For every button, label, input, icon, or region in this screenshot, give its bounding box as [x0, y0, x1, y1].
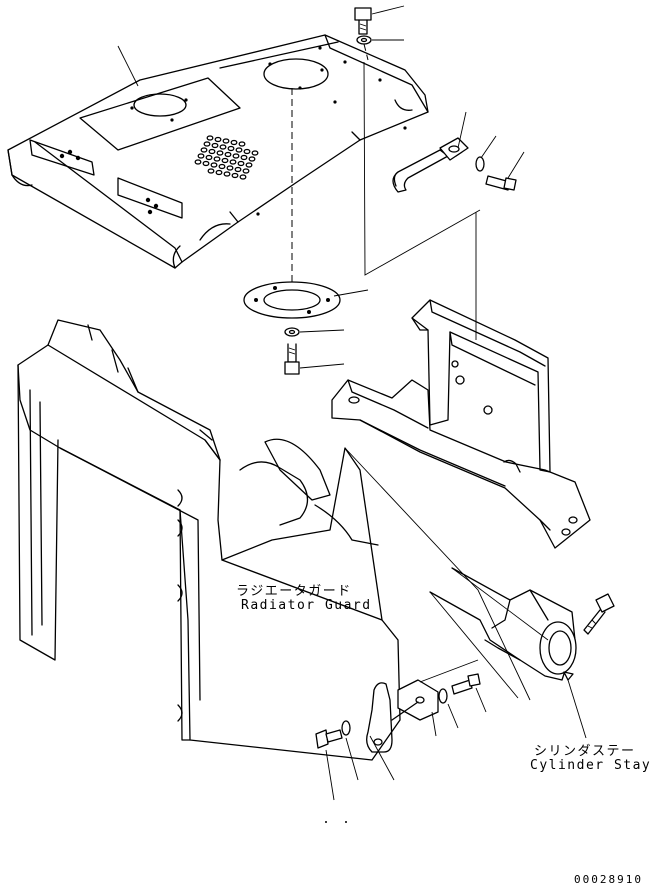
vent-hole — [234, 166, 242, 173]
vent-hole — [214, 136, 222, 143]
cylinder-stay-label-jp: シリンダステー — [534, 744, 636, 759]
hood-cover-panel — [7, 34, 429, 269]
vent-hole — [235, 147, 243, 153]
hose-clip — [366, 682, 419, 753]
clip-bolt — [451, 673, 481, 695]
vent-hole — [208, 148, 216, 155]
cylinder-stay-label-en: Cylinder Stay — [530, 758, 652, 773]
vent-hole — [206, 135, 214, 141]
mid-washer — [284, 327, 300, 337]
vent-hole — [239, 174, 247, 180]
vent-hole — [218, 163, 226, 170]
round-cover-plate — [243, 281, 341, 319]
vent-hole — [222, 138, 230, 144]
vent-hole — [230, 139, 238, 146]
vent-hole — [207, 168, 215, 174]
handle-washer — [475, 156, 485, 172]
support-bracket — [331, 299, 591, 549]
vent-hole — [210, 162, 218, 168]
vent-hole — [248, 156, 256, 162]
vent-hole — [240, 154, 248, 161]
vent-hole — [202, 160, 210, 167]
leader-lines — [117, 5, 587, 823]
vent-hole — [231, 172, 239, 179]
hood-vent-holes — [194, 135, 259, 180]
vent-hole — [242, 168, 250, 174]
top-bolt — [354, 7, 372, 35]
vent-hole — [243, 148, 251, 155]
vent-hole — [197, 153, 205, 159]
vent-hole — [203, 141, 211, 147]
vent-hole — [205, 154, 213, 161]
vent-hole — [223, 171, 231, 177]
hood-small-holes — [59, 46, 407, 216]
radiator-guard-label-en: Radiator Guard — [241, 598, 372, 613]
vent-hole — [232, 153, 240, 159]
vent-hole — [200, 147, 208, 153]
vent-hole — [224, 151, 232, 158]
vent-hole — [221, 157, 229, 164]
vent-hole — [213, 156, 221, 162]
vent-hole — [238, 141, 246, 147]
vent-hole — [219, 144, 227, 150]
handle-plate — [439, 137, 469, 161]
bottom-washer — [341, 720, 351, 736]
radiator-guard — [17, 319, 401, 761]
mount-plate — [397, 679, 439, 721]
vent-hole — [227, 145, 235, 152]
vent-hole — [245, 162, 253, 168]
vent-hole — [226, 165, 234, 171]
vent-hole — [216, 150, 224, 156]
vent-hole — [211, 142, 219, 149]
cylinder-stay — [429, 567, 577, 681]
handle-bolt — [485, 175, 517, 191]
radiator-guard-label-jp: ラジエータガード — [236, 584, 352, 599]
drawing-serial-number: 00028910 — [574, 873, 643, 886]
alignment-lines — [291, 43, 369, 285]
bottom-bolt — [315, 729, 343, 749]
side-bolt — [583, 593, 615, 635]
vent-hole — [194, 159, 202, 165]
clip-washer — [438, 688, 448, 704]
vent-hole — [215, 169, 223, 176]
mid-bolt — [284, 343, 300, 375]
top-washer — [356, 35, 372, 45]
vent-hole — [229, 159, 237, 165]
vent-hole — [251, 150, 259, 156]
vent-hole — [237, 160, 245, 167]
